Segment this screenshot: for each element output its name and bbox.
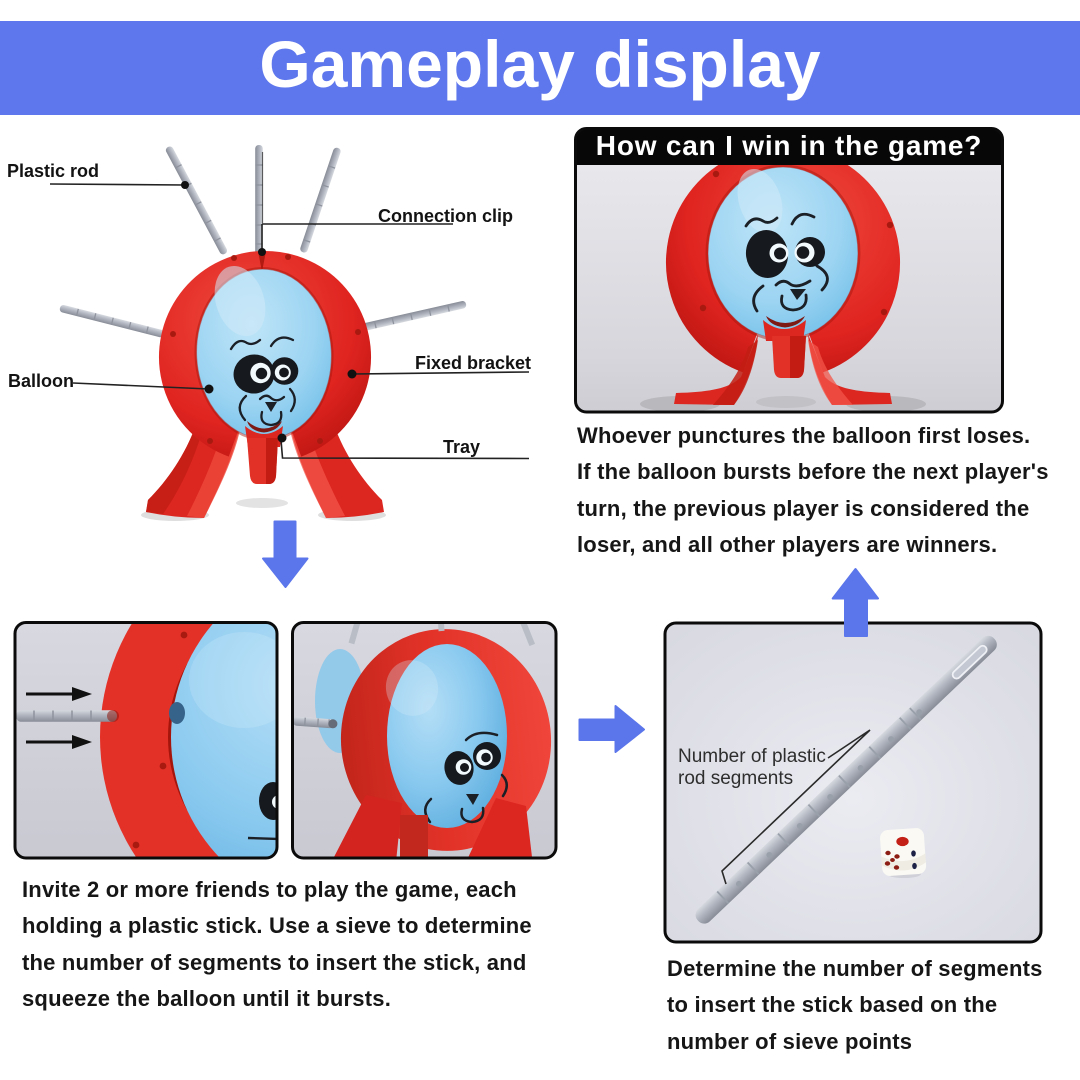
svg-text:Connection clip: Connection clip [378,206,513,226]
svg-text:Plastic rod: Plastic rod [7,161,99,181]
svg-text:rod segments: rod segments [678,768,793,789]
svg-text:Fixed bracket: Fixed bracket [415,353,531,373]
svg-text:Balloon: Balloon [8,371,74,391]
svg-text:Number of plastic: Number of plastic [678,746,826,767]
svg-text:How can I win in the game?: How can I win in the game? [596,130,982,161]
svg-text:Tray: Tray [443,437,480,457]
